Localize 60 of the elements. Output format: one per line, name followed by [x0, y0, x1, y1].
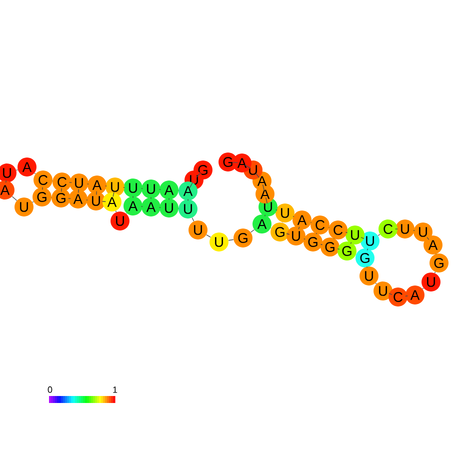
backbone-line: [360, 237, 364, 239]
backbone-line: [394, 228, 398, 230]
node-label: U: [92, 196, 100, 206]
backbone-line: [122, 187, 126, 188]
backbone-line: [304, 238, 306, 240]
backbone-line: [96, 190, 97, 196]
backbone-line: [112, 192, 114, 197]
backbone-line: [132, 196, 134, 198]
backbone-line: [115, 210, 117, 212]
backbone-line: [426, 236, 430, 240]
backbone-line: [298, 226, 300, 230]
backbone-line: [12, 196, 18, 201]
backbone-line: [350, 242, 352, 244]
backbone-line: [16, 169, 18, 171]
backbone-line: [192, 217, 194, 222]
backbone-line: [78, 188, 79, 194]
node-label: U: [292, 231, 300, 241]
backbone-line: [434, 272, 436, 274]
backbone-line: [228, 239, 234, 241]
backbone-line: [276, 209, 278, 211]
backbone-line: [320, 244, 323, 246]
backbone-line: [337, 248, 340, 250]
backbone-line: [345, 232, 348, 234]
backbone-line: [422, 288, 424, 290]
backbone-line: [158, 189, 162, 190]
backbone-line: [140, 206, 144, 207]
backbone-line: [42, 186, 43, 190]
backbone-line: [206, 234, 211, 238]
scale-label: 0: [48, 386, 52, 393]
backbone-line: [256, 173, 260, 178]
backbone-line: [150, 196, 152, 200]
backbone-line: [32, 201, 34, 203]
backbone-line: [375, 282, 377, 284]
backbone-line: [388, 293, 392, 295]
node-label: G: [360, 253, 370, 263]
backbone-line: [232, 162, 238, 164]
backbone-line: [196, 172, 201, 178]
node-label: A: [260, 189, 270, 199]
backbone-line: [68, 198, 72, 199]
backbone-line: [244, 164, 251, 169]
backbone-line: [168, 198, 170, 200]
node-label: G: [223, 157, 232, 167]
backbone-line: [140, 188, 144, 189]
backbone-line: [61, 188, 62, 192]
backbone-line: [68, 182, 72, 183]
backbone-line: [265, 197, 268, 204]
backbone-line: [378, 234, 380, 236]
backbone-line: [366, 248, 368, 251]
backbone-line: [102, 201, 106, 202]
backbone-line: [189, 182, 193, 189]
backbone-line: [262, 184, 265, 191]
node-label: A: [73, 194, 83, 204]
node-label: G: [325, 242, 334, 252]
scale-label: 1: [113, 386, 118, 393]
backbone-line: [158, 207, 162, 208]
backbone-line: [286, 233, 290, 235]
backbone-line: [250, 229, 255, 233]
node-label: G: [308, 237, 318, 247]
node-label: U: [366, 236, 374, 246]
backbone-line: [34, 172, 36, 174]
